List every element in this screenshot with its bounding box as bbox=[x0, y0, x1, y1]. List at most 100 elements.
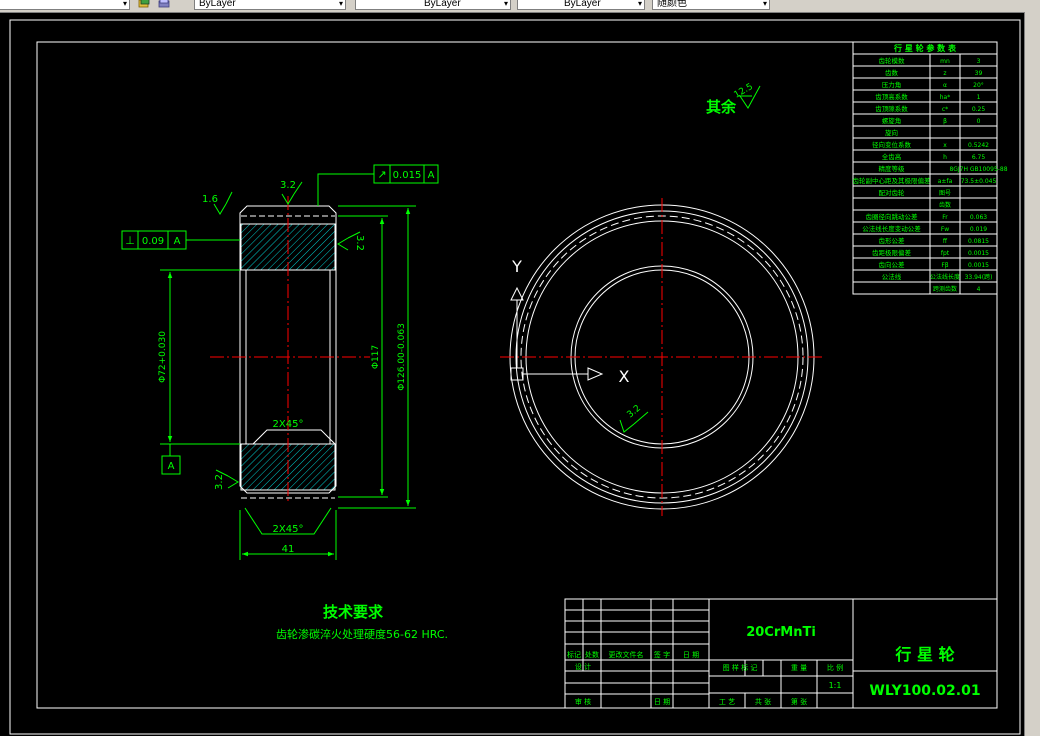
roughness-other: 其余 12.5 bbox=[706, 82, 761, 116]
table-cell-val: 0.019 bbox=[970, 226, 987, 233]
section-labels: A 3.2 1.6 3.2 3.2 2X45° 2X45° 41 Φ72+0.0… bbox=[158, 180, 407, 555]
table-cell-sym: c* bbox=[942, 106, 948, 113]
lineweight-value: ByLayer bbox=[424, 0, 461, 9]
plotstyle-dropdown[interactable]: 随颜色 ▾ bbox=[652, 0, 770, 10]
datum-label: A bbox=[168, 461, 175, 472]
svg-text:日 期: 日 期 bbox=[683, 651, 699, 659]
title-block-text: 20CrMnTi 行 星 轮 WLY100.02.01 1:1 标记 处数 更改… bbox=[567, 625, 981, 706]
ucs-y-label: Y bbox=[511, 257, 522, 276]
perpendicularity-symbol: ⊥ bbox=[125, 234, 135, 247]
table-cell-name: 齿形公差 bbox=[879, 236, 906, 245]
table-cell-name: 齿顶高系数 bbox=[875, 92, 908, 101]
table-cell-sym: ha* bbox=[940, 94, 950, 101]
svg-text:0.09: 0.09 bbox=[142, 236, 164, 247]
table-cell-sym: α bbox=[943, 82, 947, 89]
chevron-down-icon: ▾ bbox=[122, 0, 127, 8]
table-cell-sym: Fr bbox=[942, 214, 948, 221]
tech-req-title: 技术要求 bbox=[323, 603, 384, 621]
table-cell-name: 齿顶隙系数 bbox=[875, 104, 908, 113]
drawing-canvas[interactable]: ↗ 0.015 A ⊥ 0.09 A A 3.2 1.6 3.2 3.2 2X4… bbox=[0, 12, 1025, 736]
svg-text:共 张: 共 张 bbox=[755, 697, 771, 706]
ucs-icon bbox=[510, 286, 604, 381]
color-control-dropdown[interactable]: ByLayer ▾ bbox=[194, 0, 346, 10]
table-cell-val: 3 bbox=[977, 58, 981, 65]
svg-text:A: A bbox=[428, 170, 435, 181]
roughness-label-1: 3.2 bbox=[280, 180, 296, 191]
properties-toolbar: ▾ ByLayer ▾ ByLayer ▾ ByLayer ▾ 随颜色 ▾ bbox=[0, 0, 1040, 13]
table-cell-val: 0.25 bbox=[972, 106, 986, 113]
layer-states-icon[interactable] bbox=[138, 0, 150, 9]
table-cell-val: 0.0815 bbox=[968, 238, 989, 245]
part-name: 行 星 轮 bbox=[894, 645, 954, 664]
linetype-dropdown[interactable]: ByLayer ▾ bbox=[355, 0, 511, 10]
table-cell-val: 4 bbox=[977, 286, 981, 293]
scale-value: 1:1 bbox=[829, 681, 842, 690]
table-cell-name: 公法线 bbox=[882, 272, 902, 281]
table-cell-name: 配对齿轮 bbox=[879, 188, 906, 197]
table-cell-sym: ff bbox=[943, 238, 948, 245]
front-view bbox=[500, 198, 822, 516]
chamfer-label-2: 2X45° bbox=[273, 524, 304, 535]
linetype-value: ByLayer bbox=[199, 0, 236, 9]
table-cell-sym: a±fa bbox=[938, 178, 953, 185]
svg-text:标记: 标记 bbox=[567, 650, 581, 659]
table-cell-sym: x bbox=[943, 142, 947, 149]
chevron-down-icon: ▾ bbox=[338, 0, 343, 8]
svg-text:更改文件名: 更改文件名 bbox=[609, 650, 644, 659]
plotstyle-value: ByLayer bbox=[564, 0, 601, 9]
table-cell-name: 旋向 bbox=[885, 128, 898, 137]
layer-previous-icon[interactable] bbox=[158, 0, 170, 9]
table-cell-val: 33.94(跨) bbox=[965, 273, 993, 281]
table-cell-val: 20° bbox=[973, 82, 984, 89]
table-cell-val: 1 bbox=[977, 94, 981, 101]
table-cell-name: 螺旋角 bbox=[882, 116, 902, 125]
layer-dropdown[interactable]: ▾ bbox=[0, 0, 130, 10]
chevron-down-icon: ▾ bbox=[503, 0, 508, 8]
table-cell-val: 0 bbox=[977, 118, 981, 125]
roughness-label-2: 1.6 bbox=[202, 194, 218, 205]
svg-text:重 量: 重 量 bbox=[791, 664, 807, 672]
lineweight-dropdown[interactable]: ByLayer ▾ bbox=[517, 0, 645, 10]
title-block bbox=[564, 598, 998, 709]
table-cell-name: 全齿高 bbox=[882, 152, 902, 161]
table-cell-val: 0.0015 bbox=[968, 262, 989, 269]
table-cell-name: 齿数 bbox=[885, 68, 899, 77]
bore-dimension: Φ72+0.030 bbox=[158, 331, 168, 383]
drawing-frame bbox=[36, 41, 998, 709]
runout-symbol: ↗ bbox=[377, 168, 386, 181]
roughness-label-3: 3.2 bbox=[354, 235, 365, 251]
vertical-scrollbar[interactable] bbox=[1024, 12, 1040, 736]
svg-text:0.015: 0.015 bbox=[393, 170, 422, 181]
mid-dimension: Φ117 bbox=[371, 345, 381, 369]
svg-text:签 字: 签 字 bbox=[654, 650, 670, 659]
table-cell-val: 0.5242 bbox=[968, 142, 989, 149]
table-cell-sym: h bbox=[943, 154, 947, 161]
table-title: 行 星 轮 参 数 表 bbox=[893, 43, 957, 53]
tolerance-frame-top: ↗ 0.015 A bbox=[373, 164, 439, 184]
drawing-number: WLY100.02.01 bbox=[869, 683, 980, 699]
roughness-label-4: 3.2 bbox=[214, 474, 225, 490]
svg-text:审 核: 审 核 bbox=[575, 697, 591, 706]
table-cell-val: 73.5±0.045 bbox=[961, 178, 997, 185]
section-dimensions bbox=[160, 173, 416, 560]
svg-text:设 计: 设 计 bbox=[575, 662, 591, 671]
table-cell-sym: Fw bbox=[941, 226, 949, 233]
svg-text:其余: 其余 bbox=[706, 98, 737, 116]
section-view bbox=[210, 196, 370, 535]
table-cell-sym: 图号 bbox=[939, 190, 951, 197]
svg-text:工 艺: 工 艺 bbox=[719, 698, 735, 706]
chevron-down-icon: ▾ bbox=[762, 0, 767, 8]
od-dimension: Φ126.00-0.063 bbox=[397, 323, 407, 391]
table-cell-name: 精度等级 bbox=[879, 164, 906, 173]
width-dimension: 41 bbox=[282, 544, 295, 555]
table-cell-name: 公法线长度变动公差 bbox=[862, 224, 921, 233]
table-cell-sym: fpt bbox=[941, 250, 950, 257]
tolerance-frame-left: ⊥ 0.09 A bbox=[121, 230, 187, 250]
table-cell-sym: 跨测齿数 bbox=[933, 285, 957, 293]
svg-text:A: A bbox=[174, 236, 181, 247]
table-cell-val: 8GJ7H GB10095-88 bbox=[949, 166, 1007, 173]
svg-text:日 期: 日 期 bbox=[654, 698, 670, 706]
table-cell-sym: 公法线长度 bbox=[930, 273, 960, 281]
table-cell-sym: 齿数 bbox=[939, 201, 951, 209]
roughness-symbol-circle: 3.2 bbox=[619, 403, 649, 433]
